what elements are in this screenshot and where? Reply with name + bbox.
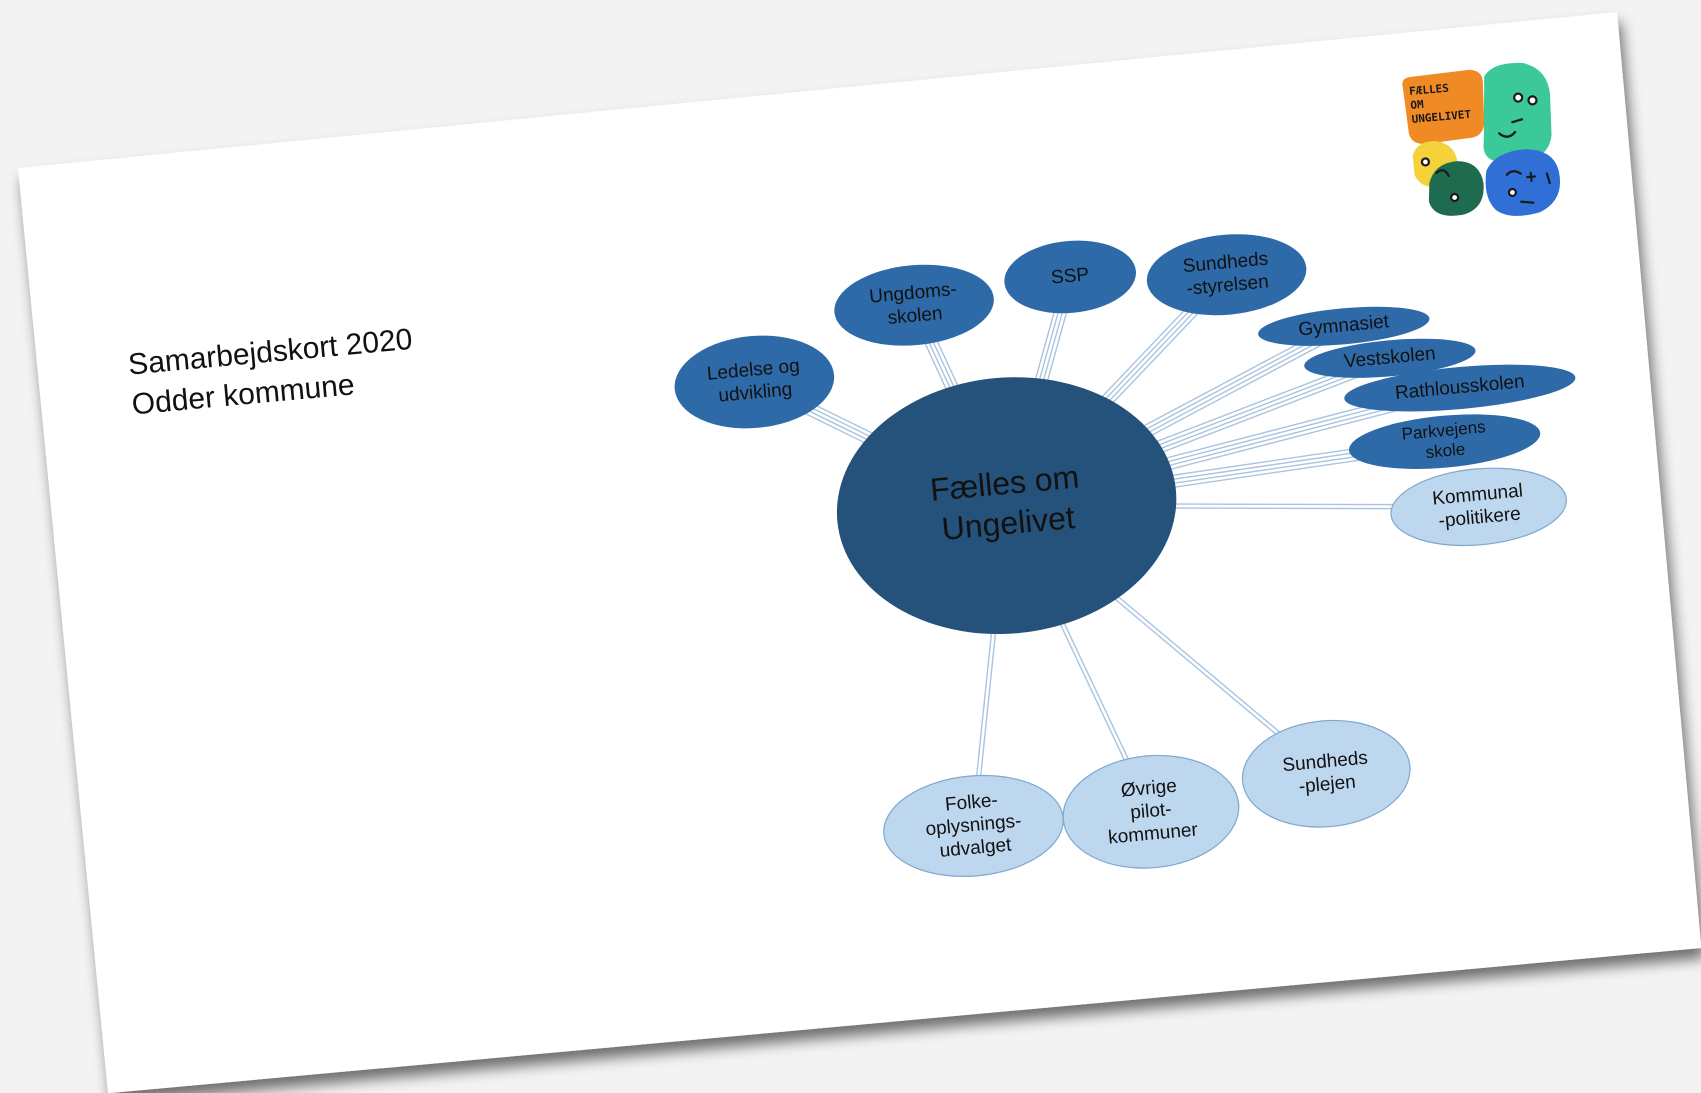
node-ledelse-ellipse — [674, 335, 835, 429]
node-ovrige-label-0: Øvrige — [1120, 776, 1178, 802]
node-gymnasiet[interactable]: Gymnasiet — [1256, 301, 1431, 352]
node-kommunalpolitikere[interactable]: Kommunal-politikere — [1388, 461, 1570, 553]
node-sundhedsplejen[interactable]: Sundheds-plejen — [1238, 713, 1415, 834]
node-parkvejens-ellipse — [1348, 414, 1541, 469]
node-ungdomsskolen-label-1: skolen — [887, 303, 944, 329]
node-ssp-ellipse — [1004, 240, 1136, 314]
logo-text-line3: UNGELIVET — [1411, 108, 1472, 126]
faelles-om-ungelivet-logo: FÆLLES OM UNGELIVET — [1402, 62, 1560, 216]
node-folkeoplysning-label-0: Folke- — [944, 790, 998, 816]
node-ungdomsskolen[interactable]: Ungdoms-skolen — [831, 258, 998, 352]
logo-text-line2: OM — [1410, 98, 1425, 112]
slide-content: Samarbejdskort 2020 Odder kommune Ledels… — [127, 228, 1577, 884]
logo-darkgreen-blob — [1428, 161, 1484, 216]
node-gymnasiet-ellipse — [1258, 306, 1430, 346]
node-folkeoplysning[interactable]: Folke-oplysnings-udvalget — [879, 768, 1067, 884]
node-ungdomsskolen-ellipse — [834, 264, 994, 346]
node-ovrige-label-1: pilot- — [1129, 799, 1172, 824]
node-folkeoplysning-ellipse — [883, 774, 1064, 877]
logo-green-blob — [1483, 62, 1552, 162]
node-sundhedsstyrelsen-ellipse — [1146, 234, 1307, 316]
node-rathlousskolen-ellipse — [1344, 364, 1576, 412]
node-parkvejens-label-1: skole — [1425, 440, 1466, 463]
logo-blue-blob — [1485, 149, 1560, 216]
node-vestskolen-ellipse — [1304, 338, 1476, 378]
node-rathlousskolen[interactable]: Rathlousskolen — [1342, 357, 1577, 420]
logo-orange-blob — [1402, 69, 1485, 144]
node-sundhedsplejen-label-1: -plejen — [1298, 772, 1357, 798]
node-vestskolen[interactable]: Vestskolen — [1303, 333, 1478, 384]
center-ellipse — [836, 377, 1177, 635]
logo-text-line1: FÆLLES — [1409, 82, 1450, 98]
node-kommunalpolitikere-ellipse — [1390, 467, 1567, 547]
node-ssp-label-0: SSP — [1050, 264, 1090, 288]
node-sundhedsstyrelsen[interactable]: Sundheds-styrelsen — [1143, 228, 1310, 322]
node-ssp[interactable]: SSP — [1001, 235, 1139, 319]
center-node[interactable]: Fælles om Ungelivet — [826, 363, 1188, 649]
node-sundhedsplejen-ellipse — [1241, 719, 1411, 828]
